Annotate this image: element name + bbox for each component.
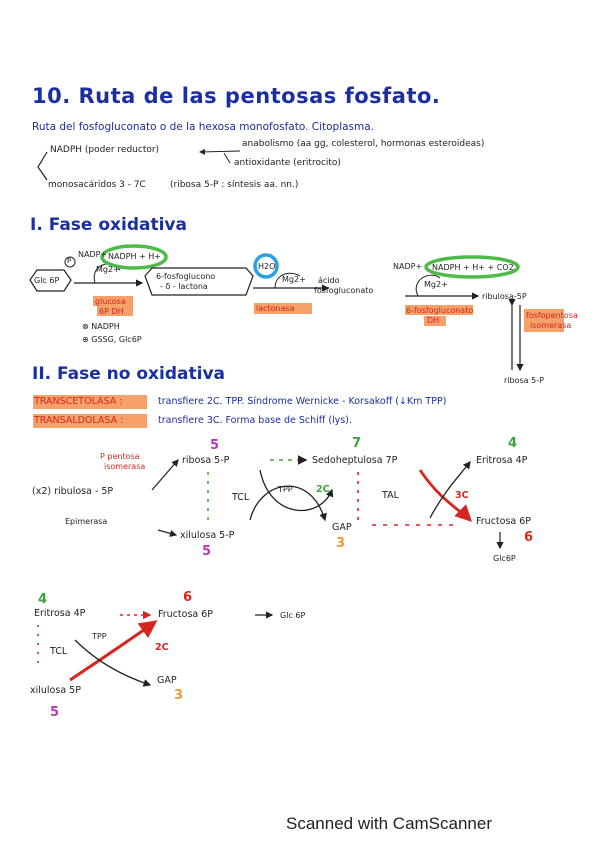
carbon-count-gap-2: 3 (174, 688, 184, 703)
nadph-use-2: antioxidante (eritrocito) (234, 158, 341, 168)
carbon-count-fructosa-2: 6 (183, 590, 193, 605)
heading-fase-no-oxidativa: II. Fase no oxidativa (32, 364, 226, 384)
tcl-label: TCL (232, 492, 250, 503)
gap-label: GAP (332, 522, 352, 533)
enzyme-g6pdh-line-1: glucosa (95, 297, 126, 306)
acido-line-1: ácido (318, 276, 340, 285)
enzyme-lactonasa: lactonasa (256, 304, 295, 313)
monosac-note: (ribosa 5-P : síntesis aa. nn.) (170, 180, 299, 190)
carbon-count-gap: 3 (336, 536, 346, 551)
carbon-count-xilulosa: 5 (202, 544, 212, 559)
enzyme-6pgdh-line-2: DH (427, 316, 440, 325)
xilulosa-5p: xilulosa 5-P (180, 530, 235, 541)
carbon-count-ribosa: 5 (210, 438, 220, 453)
eritrosa-4p: Eritrosa 4P (476, 455, 528, 466)
lactona-hexagon (144, 267, 254, 296)
carbon-count-sedo: 7 (352, 436, 362, 451)
page-title: 10. Ruta de las pentosas fosfato. (32, 84, 441, 108)
gap-label-2: GAP (157, 675, 177, 686)
transcetolasa-text: transfiere 2C. TPP. Síndrome Wernicke - … (158, 396, 447, 407)
transaldolasa-label: TRANSALDOLASA : (34, 415, 124, 426)
glc6p-2: Glc 6P (280, 611, 306, 620)
inhibitor-nadph: ⊗ NADPH (82, 322, 120, 331)
carbon-count-eritrosa: 4 (508, 436, 518, 451)
eritrosa-4p-2: Eritrosa 4P (34, 608, 86, 619)
scanner-watermark: Scanned with CamScanner (286, 814, 493, 833)
transcetolasa-label: TRANSCETOLASA : (34, 396, 123, 407)
nadp-label-1: NADP+ (78, 250, 108, 259)
acido-line-2: fosfogluconato (314, 286, 374, 295)
pentosa-isomerasa-line-1: P pentosa (100, 452, 140, 461)
sedoheptulosa-7p: Sedoheptulosa 7P (312, 455, 398, 466)
glc6p-product: Glc6P (493, 554, 516, 563)
three-carbon-label: 3C (455, 490, 469, 501)
water-highlight (253, 253, 279, 279)
tpp-label-2: TPP (92, 632, 107, 641)
enzyme-g6pdh-line-2: 6P DH (99, 307, 124, 316)
pentosa-isomerasa-line-2: isomerasa (104, 462, 146, 471)
isomerasa-line-2: isomerasa (530, 321, 572, 330)
transaldolasa-text: transfiere 3C. Forma base de Schiff (lys… (158, 415, 352, 426)
ribosa-5p: ribosa 5-P (182, 455, 230, 466)
mg-label-1: Mg2+ (96, 265, 120, 274)
nadph-label-1: NADPH + H+ (108, 252, 161, 261)
carbon-count-eritrosa-2: 4 (38, 592, 48, 607)
nadph-label-2: NADPH + H+ + CO2 (432, 263, 514, 272)
nadph-label: NADPH (poder reductor) (50, 145, 160, 155)
fructosa-6p-2: Fructosa 6P (158, 609, 214, 620)
subtitle: Ruta del fosfogluconato o de la hexosa m… (32, 121, 375, 133)
water-label: H2O (258, 262, 276, 271)
nadph-highlight (100, 244, 168, 270)
epimerasa-label: Epimerasa (65, 517, 108, 526)
two-carbon-label-2: 2C (155, 642, 169, 653)
tal-label: TAL (382, 490, 399, 501)
lactona-line-1: 6-fosfoglucono (156, 272, 216, 281)
enzyme-6pgdh-line-1: 6-fosfogluconato (406, 306, 474, 315)
heading-fase-oxidativa: I. Fase oxidativa (30, 215, 187, 235)
lactona-line-2: - δ - lactona (160, 282, 208, 291)
monosac-label: monosacáridos 3 - 7C (48, 180, 146, 190)
glc6p-hexagon (29, 269, 72, 292)
carbon-count-xilulosa-2: 5 (50, 705, 60, 720)
ribulosa-x2: (x2) ribulosa - 5P (32, 486, 114, 497)
brace-icon (37, 151, 48, 181)
phosphate-label: P (67, 257, 72, 265)
two-carbon-label: 2C (316, 484, 330, 495)
ribulosa-5p: ribulosa-5P (482, 292, 527, 301)
isomerasa-line-1: fosfopentosa (526, 311, 578, 320)
carbon-count-fructosa: 6 (524, 530, 534, 545)
nadph-use-1: anabolismo (aa gg, colesterol, hormonas … (242, 139, 485, 149)
phosphate-mark (64, 256, 76, 268)
fructosa-6p: Fructosa 6P (476, 516, 532, 527)
mg-label-3: Mg2+ (424, 280, 448, 289)
xilulosa-5p-2: xilulosa 5P (30, 685, 81, 696)
glc6p-label: Glc 6P (34, 276, 60, 285)
nadp-label-2: NADP+ (393, 262, 423, 271)
ribosa-5p-phase1: ribosa 5-P (504, 376, 544, 385)
tcl-label-2: TCL (50, 646, 68, 657)
activator-gssg: ⊕ GSSG, Glc6P (82, 335, 142, 344)
tpp-label: TPP (278, 485, 293, 494)
mg-label-2: Mg2+ (282, 275, 306, 284)
